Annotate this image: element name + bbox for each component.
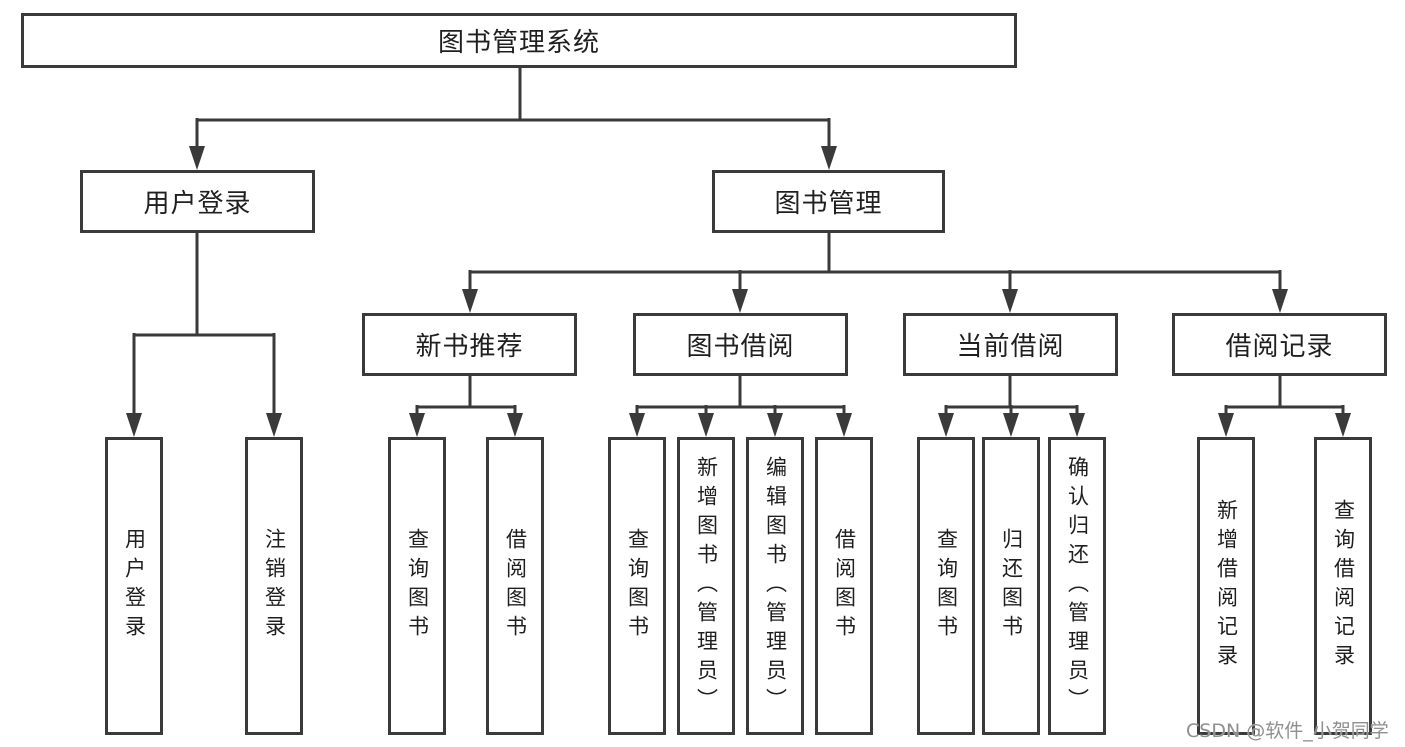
connector-book-management-to-level3 <box>468 233 1282 293</box>
leaf-query-books-current: 查询图书 <box>917 437 975 735</box>
node-book-borrow: 图书借阅 <box>633 313 848 376</box>
leaf-edit-books-admin: 编辑图书（管理员） <box>746 437 804 735</box>
leaf-user-login: 用户登录 <box>105 437 163 735</box>
node-book-borrow-label: 图书借阅 <box>686 332 795 362</box>
leaf-borrow-books-recommend: 借阅图书 <box>486 437 544 735</box>
node-user-login: 用户登录 <box>80 170 315 233</box>
arrowheads-new-book-leaves <box>409 413 523 437</box>
leaf-return-books: 归还图书 <box>982 437 1040 735</box>
arrowheads-borrow-records-leaves <box>1218 413 1351 437</box>
node-new-book-recommend: 新书推荐 <box>362 313 577 376</box>
leaf-query-books-recommend: 查询图书 <box>388 437 446 735</box>
node-current-borrow: 当前借阅 <box>903 313 1118 376</box>
csdn-watermark: CSDN @软件_小贺同学 <box>1186 720 1389 742</box>
connector-current-borrow-to-leaves <box>944 376 1079 417</box>
leaf-add-books-admin: 新增图书（管理员） <box>677 437 735 735</box>
node-root-label: 图书管理系统 <box>437 28 600 58</box>
node-current-borrow-label: 当前借阅 <box>956 332 1065 362</box>
node-user-login-label: 用户登录 <box>143 189 252 219</box>
arrowheads-user-login-leaves <box>126 413 282 437</box>
leaf-borrow-books: 借阅图书 <box>815 437 873 735</box>
node-new-book-recommend-label: 新书推荐 <box>415 332 524 362</box>
arrowheads-current-borrow-leaves <box>938 413 1085 437</box>
leaf-confirm-return-admin: 确认归还（管理员） <box>1048 437 1106 735</box>
leaf-logout: 注销登录 <box>245 437 303 735</box>
connector-new-book-to-leaves <box>415 376 517 417</box>
arrowheads-level2 <box>189 146 837 170</box>
connector-user-login-to-leaves <box>132 233 276 417</box>
arrowheads-level3 <box>462 289 1288 313</box>
arrowheads-book-borrow-leaves <box>629 413 852 437</box>
node-book-management-label: 图书管理 <box>774 189 883 219</box>
leaf-add-borrow-record: 新增借阅记录 <box>1197 437 1255 735</box>
leaf-query-books-borrow: 查询图书 <box>608 437 666 735</box>
connector-root-to-level2 <box>195 68 831 150</box>
node-borrow-records: 借阅记录 <box>1172 313 1387 376</box>
leaf-query-borrow-record: 查询借阅记录 <box>1314 437 1372 735</box>
node-borrow-records-label: 借阅记录 <box>1225 332 1334 362</box>
connector-book-borrow-to-leaves <box>635 376 846 417</box>
connector-borrow-records-to-leaves <box>1224 376 1345 417</box>
node-root: 图书管理系统 <box>21 13 1017 68</box>
node-book-management: 图书管理 <box>712 170 945 233</box>
